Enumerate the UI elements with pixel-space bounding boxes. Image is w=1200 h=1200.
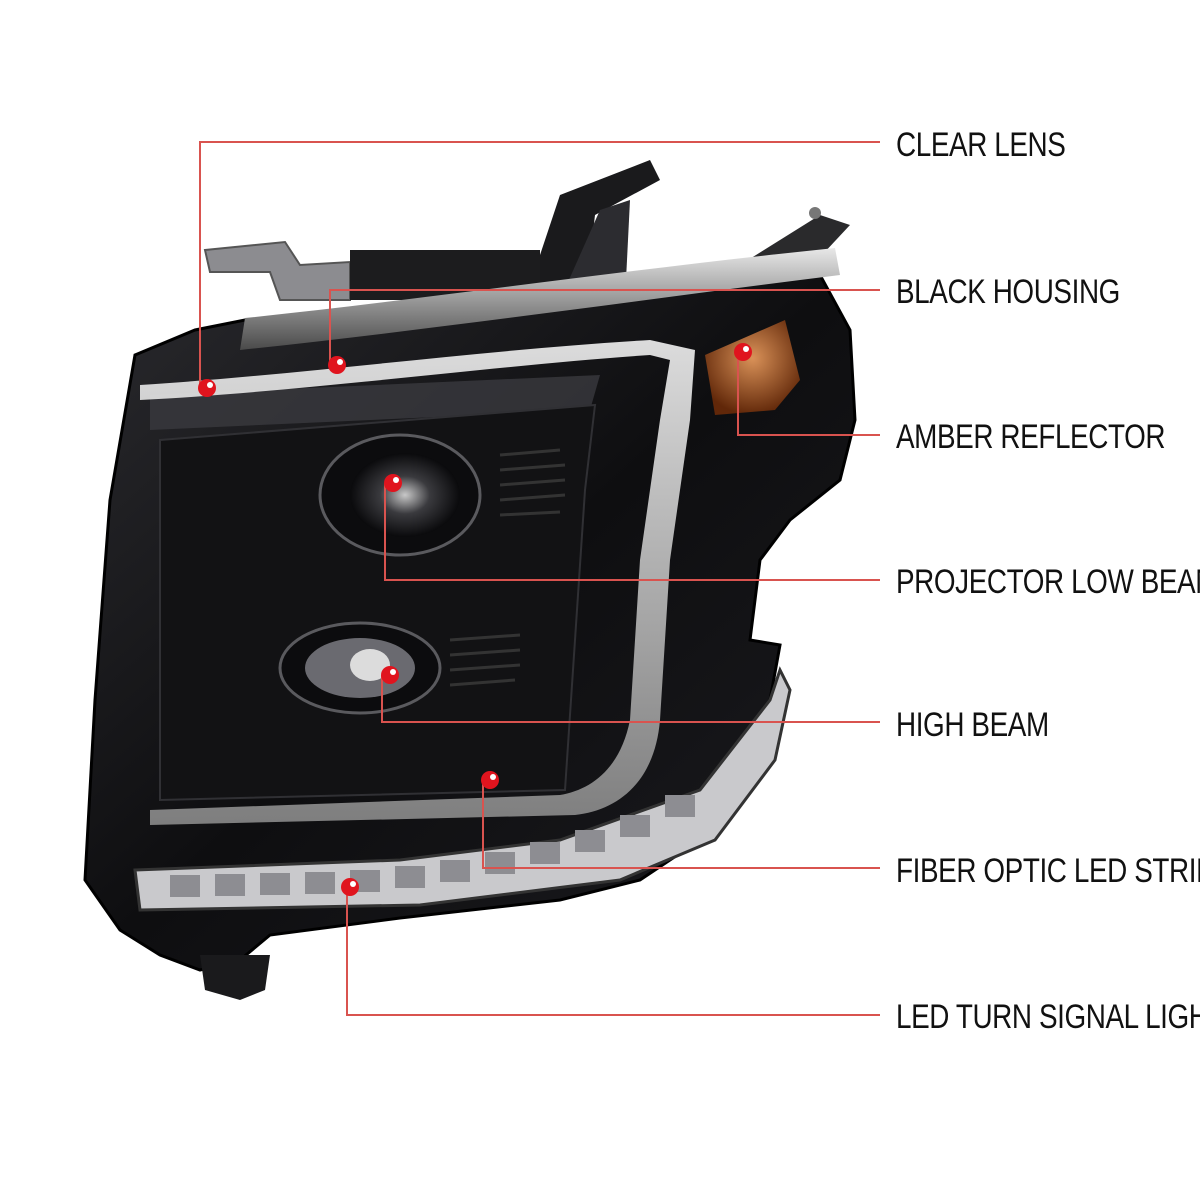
leader-line-high-beam [381,675,880,723]
marker-clear-lens-dot [198,379,216,397]
marker-led-turn-signal-light-dot [341,878,359,896]
inner-bezel [159,403,597,802]
marker-fiber-optic-led-strip-dot [481,771,499,789]
callout-markers [198,343,752,896]
light-guide-bar [140,340,695,825]
leader-line-fiber-optic-led-strip [482,780,880,869]
callout-leader-lines [199,141,880,1016]
leader-line-projector-low-beam [384,483,880,581]
leader-line-black-housing [329,289,880,365]
amber-reflector-lens [705,320,800,415]
label-fiber-optic-led-strip: FIBER OPTIC LED STRIP [896,852,1200,890]
leader-line-clear-lens [199,141,880,388]
led-turn-signal-strip [133,666,792,912]
label-clear-lens: CLEAR LENS [896,126,1066,164]
leader-line-led-turn-signal-light [346,887,880,1016]
marker-projector-low-beam-dot [384,474,402,492]
label-high-beam: HIGH BEAM [896,706,1049,744]
bottom-mount-tab [200,955,270,1000]
marker-high-beam-dot [381,666,399,684]
projector-low-beam-assembly [318,433,566,557]
leader-line-amber-reflector [737,352,880,436]
label-led-turn-signal-light: LED TURN SIGNAL LIGHT [896,998,1200,1036]
clear-lens-edge [150,375,600,430]
label-amber-reflector: AMBER REFLECTOR [896,418,1166,456]
marker-black-housing-dot [328,356,346,374]
marker-amber-reflector-dot [734,343,752,361]
label-black-housing: BLACK HOUSING [896,273,1120,311]
chrome-top-trim [240,248,840,350]
label-projector-low-beam: PROJECTOR LOW BEAM [896,563,1200,601]
